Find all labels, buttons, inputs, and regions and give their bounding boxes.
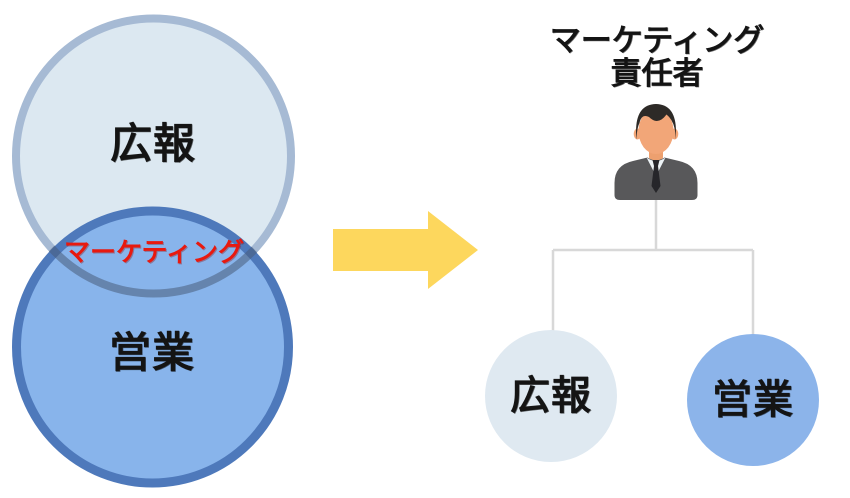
org-child-label-pr: 広報 [510, 374, 592, 418]
venn-overlap-label: マーケティング [64, 237, 244, 267]
manager-title-line1: マーケティング [549, 23, 765, 58]
org-connector-lines [551, 200, 755, 335]
transform-arrow-icon [333, 211, 478, 289]
org-child-circle-pr [485, 330, 617, 462]
businessman-icon [614, 104, 698, 200]
venn-bottom-label: 営業 [108, 329, 196, 376]
venn-overlap-arc [12, 206, 294, 298]
manager-title: マーケティング 責任者 [550, 24, 765, 90]
venn-top-label: 広報 [109, 120, 197, 167]
manager-title-line2: 責任者 [610, 56, 704, 92]
org-child-circle-sales [687, 334, 819, 466]
org-child-label-sales: 営業 [712, 378, 794, 422]
